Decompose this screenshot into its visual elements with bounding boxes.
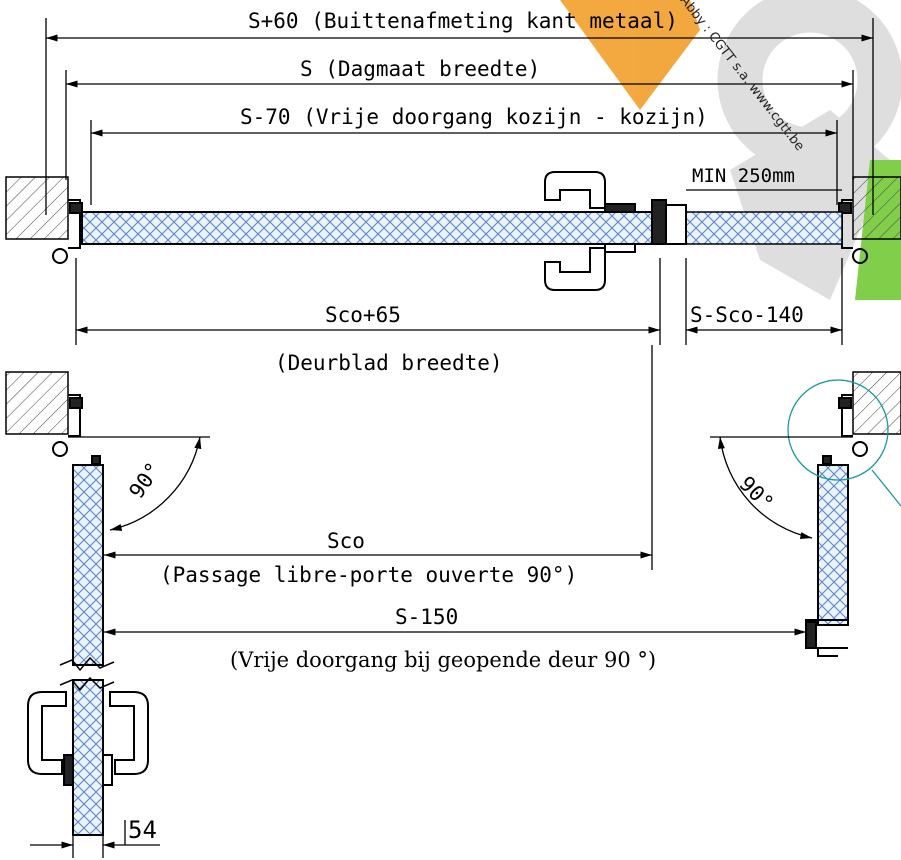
background-logo [560,0,901,300]
door-leaf-open-left-lower [72,679,104,836]
top-left-frame [52,199,83,264]
label-angle-left: 90° [124,458,165,503]
break-line [59,656,115,672]
bottom-left-wall [5,371,69,435]
bottom-left-frame [52,394,101,465]
top-right-wall [852,176,901,240]
label-daylight: S (Dagmaat breedte) [300,57,540,81]
door-leaf-open-right [817,464,849,626]
label-angle-right: 90° [734,472,778,516]
label-clear-frame: S-70 (Vrije doorgang kozijn - kozijn) [240,105,708,129]
label-thickness: 54 [128,816,157,844]
label-fixed-dim: S-Sco-140 [690,303,804,327]
angle-arc-left [68,436,210,531]
latch-profile [651,199,687,245]
handle-top [544,171,636,291]
handle-bottom [27,691,149,786]
bottom-right-wall [852,371,901,435]
door-leaf-top [81,211,661,245]
bottom-right-frame [822,394,868,465]
detail-circle [787,379,901,507]
label-leaf-caption: (Deurblad breedte) [275,351,503,375]
label-s150: S-150 [395,605,458,629]
label-outer: S+60 (Buittenafmeting kant metaal) [248,9,678,33]
door-leaf-open-left [72,464,104,666]
break-line-2 [59,676,115,692]
latch-open-right [805,619,848,657]
label-leaf-dim: Sco+65 [325,303,401,327]
top-left-wall [5,176,69,240]
thickness-dimension [30,790,160,858]
label-sco-caption: (Passage libre-porte ouverte 90°) [160,563,577,587]
angle-arc-right [710,436,853,539]
dimension-lines [45,18,874,570]
label-s150-caption: (Vrije doorgang bij geopende deur 90 °) [230,648,656,672]
label-min: MIN 250mm [692,165,795,187]
label-sco: Sco [327,529,365,553]
fixed-panel-top [685,211,843,245]
